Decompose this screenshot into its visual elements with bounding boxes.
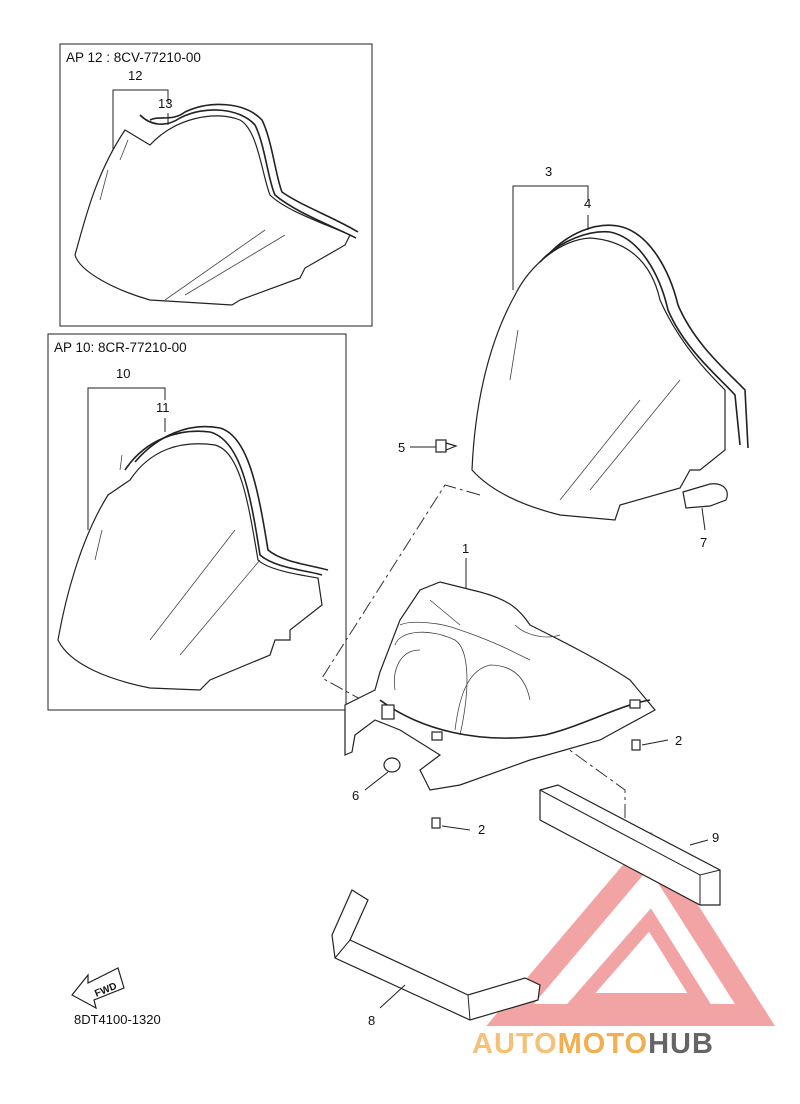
callout-11: 11 — [156, 400, 170, 415]
ap10-label: AP 10: 8CR-77210-00 — [54, 340, 187, 355]
callout-1: 1 — [462, 541, 469, 556]
ap12-box: AP 12 : 8CV-77210-00 12 13 — [59, 43, 373, 327]
trim-part-8: 8 — [331, 889, 541, 1028]
svg-text:AUTOMOTOHUB: AUTOMOTOHUB — [472, 1028, 714, 1060]
callout-8: 8 — [368, 1013, 375, 1028]
watermark-hub: HUB — [648, 1028, 714, 1060]
screen-part-3: 3 4 — [471, 164, 749, 521]
callout-12: 12 — [128, 68, 142, 83]
cowling-part-1: 1 — [344, 541, 656, 791]
watermark-text: AUTOMOTOHUB — [472, 1028, 714, 1060]
ap10-box: AP 10: 8CR-77210-00 10 11 — [47, 333, 347, 711]
watermark-logo — [486, 831, 776, 1026]
grommet-part-6: 6 — [352, 757, 401, 803]
callout-9: 9 — [712, 830, 719, 845]
leader-line-screen — [321, 484, 481, 711]
callout-5: 5 — [398, 440, 405, 455]
clip-part-7: 7 — [682, 483, 728, 550]
bolt-part-5: 5 — [398, 439, 458, 455]
callout-7: 7 — [700, 535, 707, 550]
watermark-moto: MOTO — [558, 1028, 648, 1060]
callout-2-right: 2 — [675, 733, 682, 748]
callout-13: 13 — [158, 96, 172, 111]
watermark-auto: AUTO — [472, 1028, 558, 1060]
screw-part-2-bottom: 2 — [431, 817, 485, 837]
ap12-label: AP 12 : 8CV-77210-00 — [66, 50, 201, 65]
diagram-code: 8DT4100-1320 — [74, 1012, 161, 1027]
callout-3: 3 — [545, 164, 552, 179]
callout-4: 4 — [584, 196, 591, 211]
callout-10: 10 — [116, 366, 130, 381]
callout-6: 6 — [352, 788, 359, 803]
screw-part-2-right: 2 — [631, 733, 682, 751]
callout-2-bottom: 2 — [478, 822, 485, 837]
pad-part-9: 9 — [539, 784, 721, 906]
fwd-arrow-icon: FWD — [71, 967, 125, 1010]
